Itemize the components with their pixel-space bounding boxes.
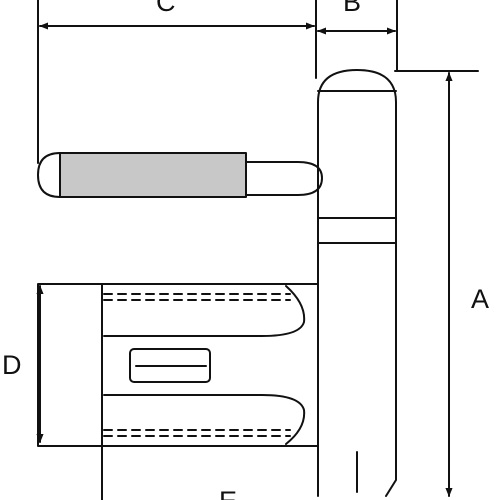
- flute-upper-curve: [103, 285, 306, 337]
- pin-neck: [245, 161, 323, 196]
- plug-slot: [129, 348, 211, 383]
- hinge-barrel: [317, 69, 397, 497]
- barrel-outline: [317, 69, 397, 497]
- dimension-label-e: E: [219, 486, 237, 500]
- dimension-label-d: D: [2, 350, 22, 380]
- dimension-label-a: A: [471, 284, 489, 314]
- pin-shaded-sleeve: [59, 152, 247, 198]
- dimension-label-b: B: [343, 0, 361, 17]
- dimension-b: [315, 0, 398, 79]
- dimension-c: [37, 0, 315, 164]
- flute-lower-curve: [103, 394, 306, 445]
- pin-tip-outline: [37, 152, 61, 198]
- plug-outline: [37, 283, 319, 447]
- mounting-plug: [37, 283, 319, 447]
- horizontal-pin: [37, 152, 323, 198]
- dimension-a: [394, 70, 479, 497]
- dimension-label-c: C: [156, 0, 176, 17]
